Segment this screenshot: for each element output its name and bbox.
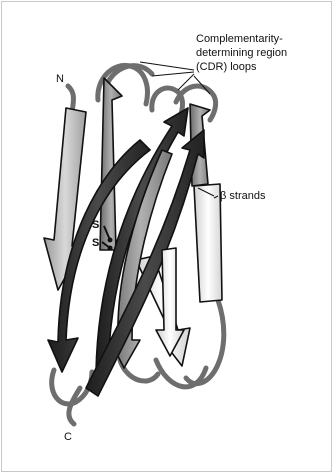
disulfide-s2-label: S [92,237,99,249]
cdr-label-line1: Complementarity- [196,33,283,45]
strand-a-back [44,108,86,290]
strand-d-back [194,184,222,302]
n-terminus-label: N [56,73,64,85]
beta-strands-label: β strands [220,190,266,202]
disulfide-s1-label: S [92,219,99,231]
c-terminal-tail [69,388,80,424]
c-terminus-label: C [64,431,72,443]
cdr-label-line2: determining region [196,47,287,59]
cdr-label-line3: (CDR) loops [196,61,257,73]
